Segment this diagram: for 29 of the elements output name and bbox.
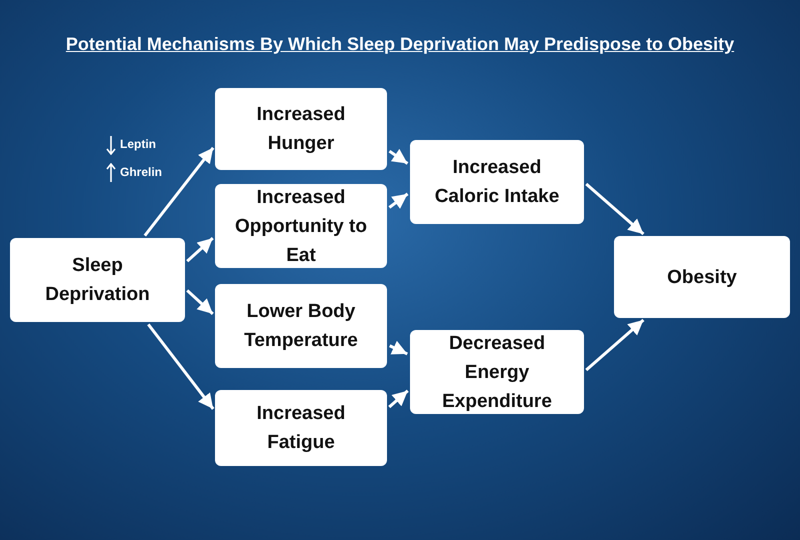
arrow bbox=[585, 182, 644, 236]
process-box bbox=[614, 236, 790, 318]
diagram-title: Potential Mechanisms By Which Sleep Deprivation May Predispose to Obesity bbox=[64, 34, 736, 55]
arrow bbox=[144, 146, 214, 237]
process-box bbox=[215, 284, 387, 368]
process-box bbox=[410, 140, 584, 224]
arrow bbox=[186, 236, 214, 262]
process-box bbox=[10, 238, 185, 322]
arrow bbox=[388, 192, 408, 209]
process-box bbox=[215, 88, 387, 170]
arrow bbox=[388, 148, 408, 165]
hormone-label: Ghrelin bbox=[120, 165, 162, 179]
arrow bbox=[585, 318, 644, 372]
node-text: Decreased Energy Expenditure bbox=[441, 332, 553, 414]
process-box bbox=[215, 184, 387, 268]
arrow bbox=[388, 390, 409, 408]
node-text: Increased Fatigue bbox=[256, 402, 346, 455]
process-box bbox=[410, 330, 584, 414]
arrow bbox=[147, 323, 214, 410]
node-text: Sleep Deprivation bbox=[44, 254, 151, 307]
node-text: Increased Opportunity to Eat bbox=[234, 186, 368, 268]
arrow bbox=[186, 289, 214, 315]
process-box bbox=[215, 390, 387, 466]
node-text: Lower Body Temperature bbox=[243, 300, 359, 353]
hormone-label: Leptin bbox=[120, 137, 156, 151]
node-text: Increased Hunger bbox=[256, 103, 346, 156]
arrow bbox=[389, 340, 408, 356]
node-text: Obesity bbox=[667, 266, 737, 290]
node-text: Increased Caloric Intake bbox=[434, 156, 560, 209]
